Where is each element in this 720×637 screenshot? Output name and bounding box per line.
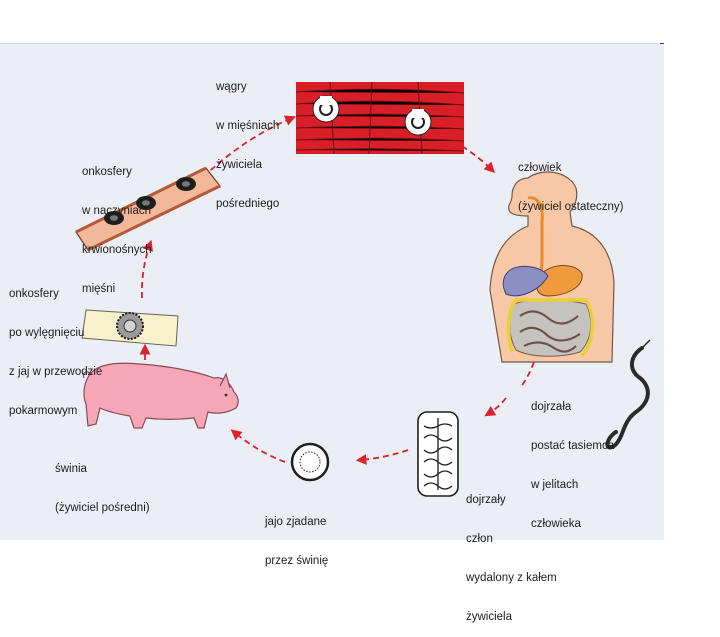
- intestine-section: [81, 309, 179, 347]
- adult-tapeworm: [605, 346, 650, 450]
- cysticercus-left: [312, 95, 340, 123]
- arrow-oncosphere-to-vessel: [141, 239, 153, 299]
- corner-tick: [660, 43, 664, 44]
- life-cycle-diagram: [75, 81, 651, 497]
- proglottid: [417, 411, 459, 497]
- arrow-muscle-to-human: [461, 145, 496, 174]
- stomach: [535, 265, 583, 297]
- label-adult-tapeworm: dojrzała postać tasiemca w jelitach czło…: [531, 401, 615, 530]
- top-divider: [0, 43, 664, 44]
- label-pig-host: świnia (żywiciel pośredni): [55, 463, 150, 514]
- arrow-human-to-worm: [519, 361, 535, 389]
- label-oncospheres-vessels: onkosfery w naczyniach krwionośnych mięś…: [82, 166, 152, 295]
- colon: [506, 298, 595, 358]
- liver: [502, 266, 549, 297]
- human-torso: [489, 171, 615, 363]
- label-wagry: wągry w mięśniach żywiciela pośredniego: [216, 81, 280, 210]
- label-human-host: człowiek (żywiciel ostateczny): [518, 162, 624, 213]
- arrow-egg-to-pig: [230, 429, 286, 463]
- egg: [290, 442, 330, 482]
- cysticercus-right: [404, 108, 432, 136]
- pig: [82, 362, 239, 429]
- muscle-block: [295, 81, 465, 155]
- label-oncospheres-hatched: onkosfery po wylęgnięciu z jaj w przewod…: [9, 288, 103, 417]
- label-egg: jajo zjadane przez świnię: [265, 516, 329, 567]
- blood-vessel: [75, 166, 221, 252]
- arrow-worm-to-segment: [484, 397, 507, 417]
- arrow-segment-to-egg: [355, 449, 409, 465]
- intestines: [509, 299, 592, 357]
